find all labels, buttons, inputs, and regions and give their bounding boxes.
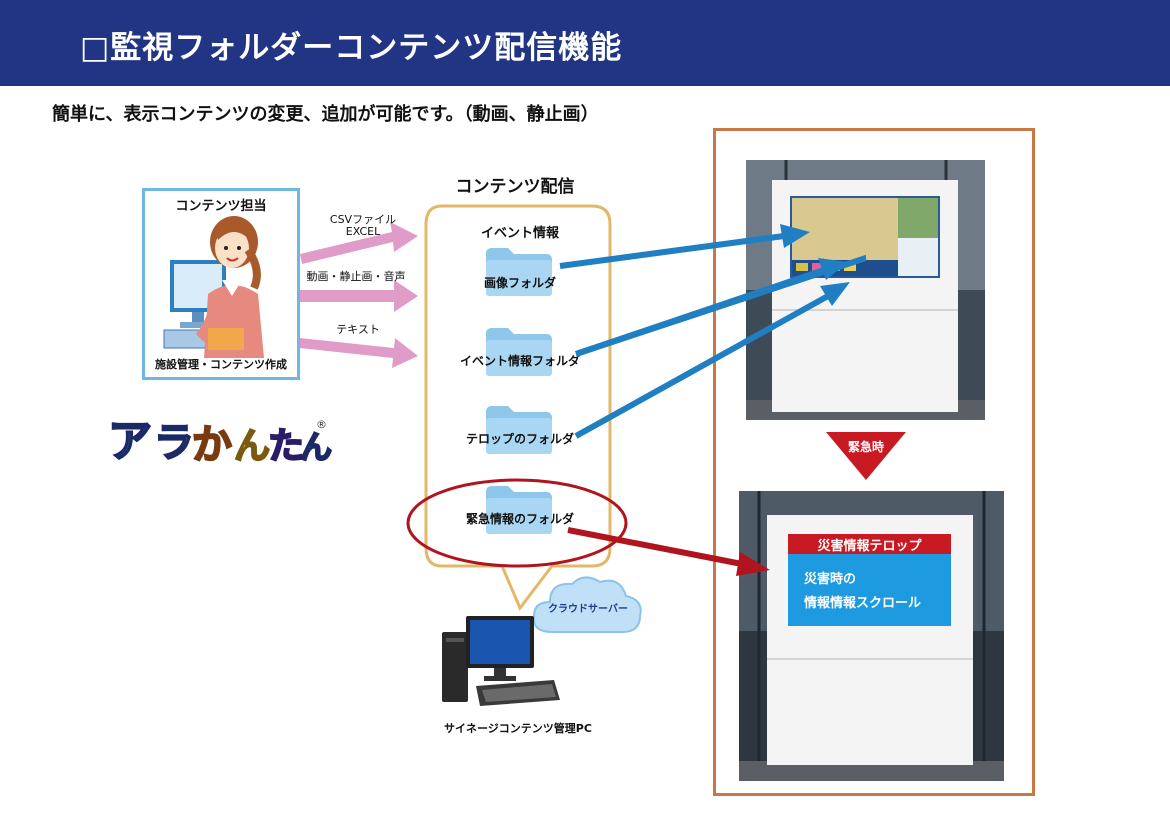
disaster-panel-title: 災害情報テロップ <box>817 539 922 554</box>
folder-label-event: イベント情報フォルダ <box>459 354 580 368</box>
disaster-line-1: 災害時の <box>804 572 857 587</box>
arrow-csv <box>300 222 418 264</box>
arrow-text <box>300 338 418 368</box>
content-owner-title: コンテンツ担当 <box>175 199 267 214</box>
person-face <box>215 228 249 268</box>
folder-label-telop: テロップのフォルダ <box>465 432 574 446</box>
svg-text:か: か <box>192 422 232 468</box>
signage-frame <box>713 128 1035 796</box>
folder-icon <box>486 486 552 534</box>
emergency-highlight-ellipse <box>406 478 628 568</box>
folder-icon <box>486 328 552 376</box>
cloud-icon <box>532 576 642 633</box>
staff-illustration <box>163 216 264 358</box>
registered-mark: ® <box>316 418 327 431</box>
label-media: 動画・静止画・音声 <box>306 270 406 283</box>
folder-clip-icon <box>208 328 244 350</box>
svg-text:ア: ア <box>108 416 152 467</box>
arrow-media <box>300 280 418 312</box>
folder-label-image: 画像フォルダ <box>483 276 556 290</box>
red-arrow <box>567 527 770 576</box>
emergency-label: 緊急時 <box>847 440 884 454</box>
pc-label: サイネージコンテンツ管理PC <box>444 722 592 735</box>
label-text: テキスト <box>336 323 380 336</box>
page-subtitle: 簡単に、表示コンテンツの変更、追加が可能です。（動画、静止画） <box>52 104 599 125</box>
emergency-down-arrow <box>826 432 906 480</box>
folder-label-emergency: 緊急情報のフォルダ <box>465 512 574 526</box>
distribution-bubble <box>424 204 612 611</box>
svg-text:ん: ん <box>234 426 270 467</box>
signage-photo-normal <box>746 160 985 420</box>
label-csv: CSVファイル <box>329 213 397 226</box>
svg-text:ん: ん <box>300 428 332 466</box>
pc-icon <box>442 616 560 706</box>
header-bar <box>0 0 1170 86</box>
folder-icon <box>486 406 552 454</box>
folder-icon <box>486 248 552 296</box>
input-arrows <box>300 222 418 368</box>
blue-arrows <box>559 224 866 439</box>
label-excel: EXCEL <box>345 225 381 238</box>
arakantan-logo: ア ラ か ん た ん <box>107 415 333 468</box>
disaster-line-2: 情報情報スクロール <box>804 596 922 611</box>
event-info-label: イベント情報 <box>480 226 559 241</box>
svg-text:ラ: ラ <box>154 420 194 466</box>
content-owner-caption: 施設管理・コンテンツ作成 <box>155 358 287 371</box>
disaster-panel-header <box>788 534 951 554</box>
disaster-panel-body <box>788 554 951 626</box>
page-title: □監視フォルダーコンテンツ配信機能 <box>80 30 623 66</box>
svg-text:た: た <box>268 426 304 467</box>
cloud-label: クラウドサーバー <box>548 604 628 615</box>
distribution-title: コンテンツ配信 <box>455 177 575 197</box>
